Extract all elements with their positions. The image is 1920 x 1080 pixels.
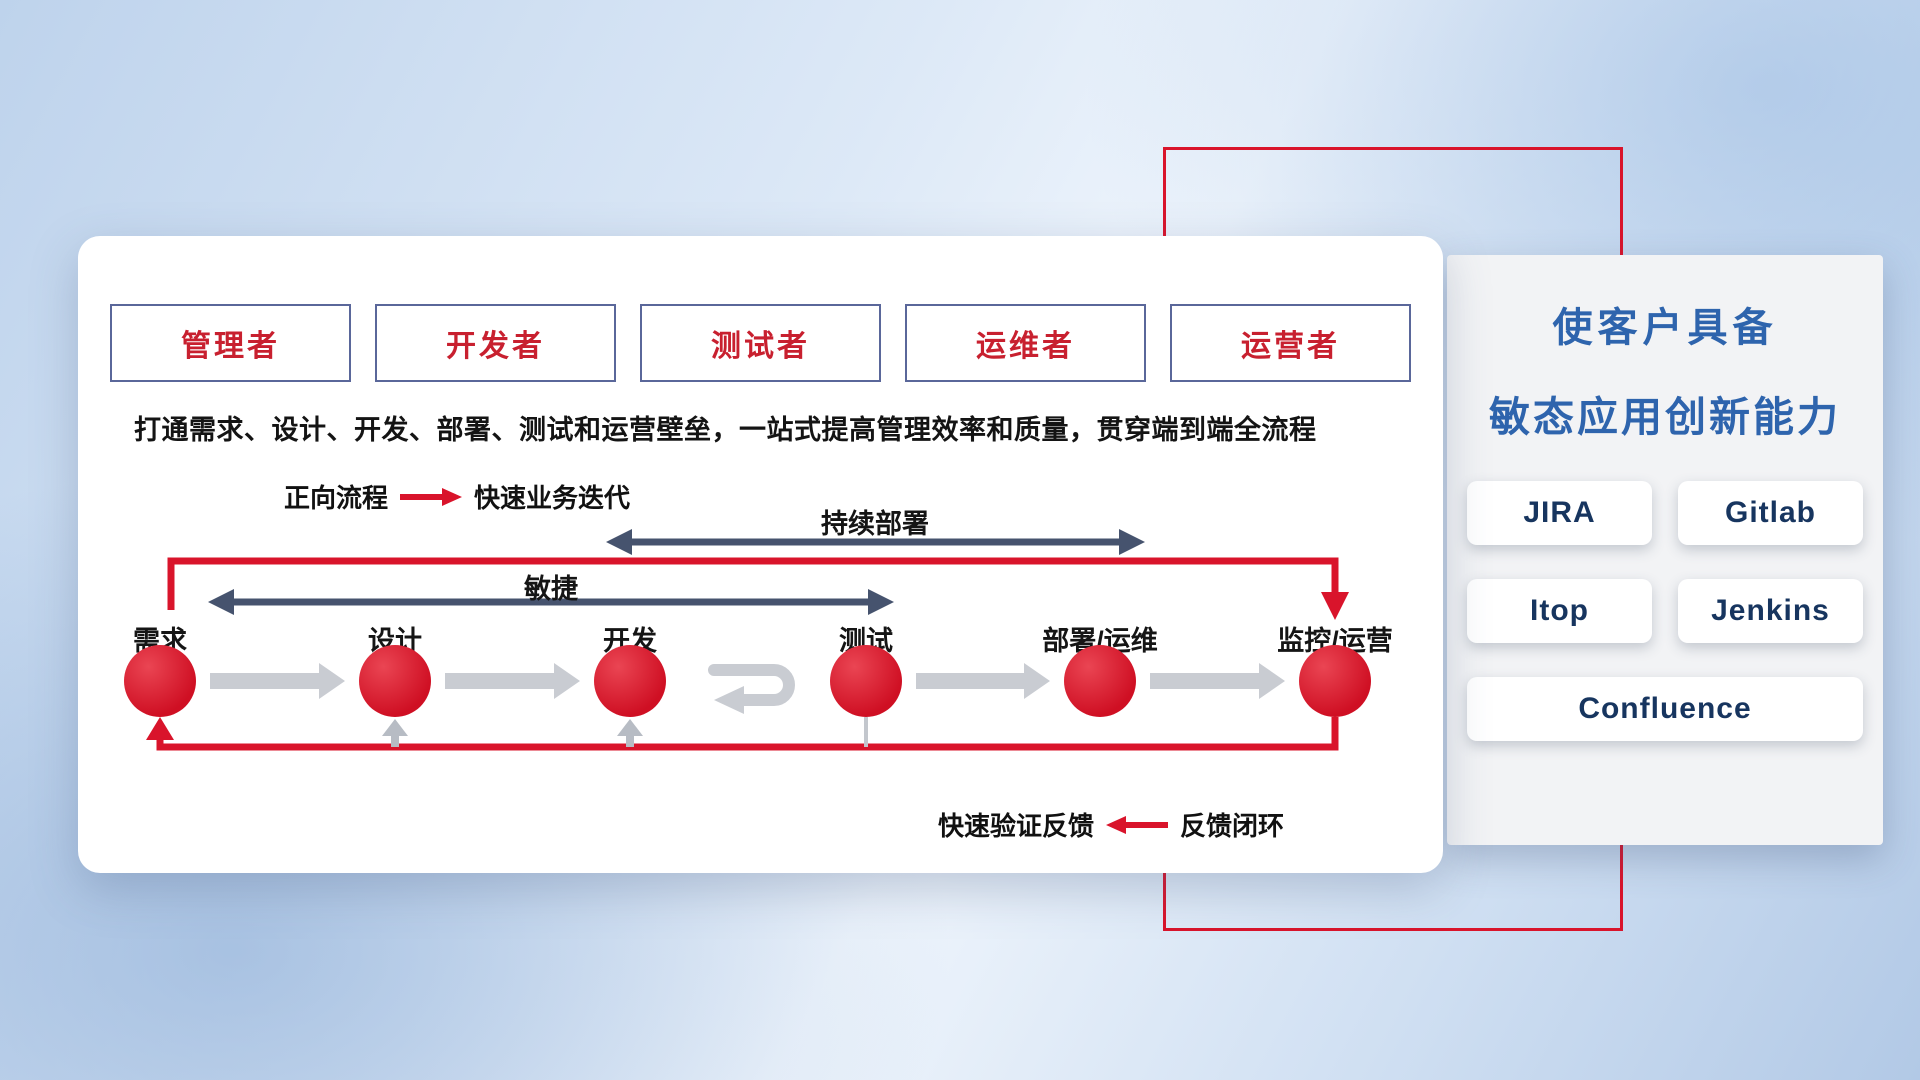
feedback-up-arrow-icon bbox=[617, 719, 643, 736]
forward-loop-line bbox=[167, 557, 1349, 620]
tool-badge-gitlab: Gitlab bbox=[1678, 481, 1863, 545]
flow-arrow-icon bbox=[916, 663, 1050, 699]
feedback-up-arrow-icon bbox=[382, 719, 408, 736]
devops-flow-card: 管理者 开发者 测试者 运维者 运营者 打通需求、设计、开发、部署、测试和运营壁… bbox=[78, 236, 1443, 873]
feedback-connector-line bbox=[864, 717, 868, 747]
tool-row: Confluence bbox=[1467, 677, 1863, 741]
feedback-legend: 快速验证反馈 反馈闭环 bbox=[938, 806, 1284, 843]
role-box-operator: 运营者 bbox=[1170, 304, 1411, 382]
iteration-loop-icon bbox=[708, 664, 795, 714]
feedback-legend-label: 反馈闭环 bbox=[1180, 811, 1285, 841]
flow-arrow-icon bbox=[445, 663, 580, 699]
feedback-arrow-icon bbox=[1106, 815, 1169, 834]
forward-legend-desc: 快速业务迭代 bbox=[474, 483, 631, 513]
tool-list: JIRA Gitlab Itop Jenkins Confluence bbox=[1467, 481, 1863, 741]
forward-arrow-icon bbox=[400, 487, 463, 506]
role-box-developer: 开发者 bbox=[375, 304, 616, 382]
feedback-up-arrow-icons bbox=[382, 717, 868, 747]
tool-row: JIRA Gitlab bbox=[1467, 481, 1863, 545]
flow-arrow-icon bbox=[1150, 663, 1285, 699]
flow-diagram-canvas bbox=[146, 529, 1349, 751]
role-box-ops: 运维者 bbox=[905, 304, 1146, 382]
forward-legend-label: 正向流程 bbox=[284, 483, 389, 513]
tool-badge-jira: JIRA bbox=[1467, 481, 1652, 545]
stage-circle-design bbox=[359, 645, 431, 717]
flow-arrow-icons bbox=[210, 663, 1285, 699]
continuous-deployment-label: 持续部署 bbox=[821, 509, 929, 539]
agile-label: 敏捷 bbox=[524, 574, 578, 604]
feedback-loop-line bbox=[146, 717, 1339, 751]
agile-span-arrow bbox=[208, 589, 894, 615]
feedback-legend-desc: 快速验证反馈 bbox=[938, 811, 1095, 841]
capability-side-panel: 使客户具备 敏态应用创新能力 JIRA Gitlab Itop Jenkins … bbox=[1447, 255, 1883, 845]
continuous-deployment-span-arrow bbox=[606, 529, 1145, 555]
panel-title-line1: 使客户具备 bbox=[1552, 306, 1778, 350]
flow-arrow-icon bbox=[210, 663, 345, 699]
panel-title-line2: 敏态应用创新能力 bbox=[1489, 394, 1841, 440]
feedback-up-arrow-icon bbox=[391, 734, 399, 747]
tool-badge-confluence: Confluence bbox=[1467, 677, 1863, 741]
stage-circle-requirements bbox=[124, 645, 196, 717]
feedback-up-arrow-icon bbox=[626, 734, 634, 747]
stage-circle-monitor-operations bbox=[1299, 645, 1371, 717]
stage-circle-development bbox=[594, 645, 666, 717]
role-row: 管理者 开发者 测试者 运维者 运营者 bbox=[110, 304, 1411, 382]
stage-circle-deploy-ops bbox=[1064, 645, 1136, 717]
role-box-manager: 管理者 bbox=[110, 304, 351, 382]
tool-badge-itop: Itop bbox=[1467, 579, 1652, 643]
card-subtitle: 打通需求、设计、开发、部署、测试和运营壁垒，一站式提高管理效率和质量，贯穿端到端… bbox=[134, 415, 1317, 445]
forward-legend: 正向流程 快速业务迭代 bbox=[284, 478, 630, 515]
tool-row: Itop Jenkins bbox=[1467, 579, 1863, 643]
stage-circle-testing bbox=[830, 645, 902, 717]
tool-badge-jenkins: Jenkins bbox=[1678, 579, 1863, 643]
role-box-tester: 测试者 bbox=[640, 304, 881, 382]
